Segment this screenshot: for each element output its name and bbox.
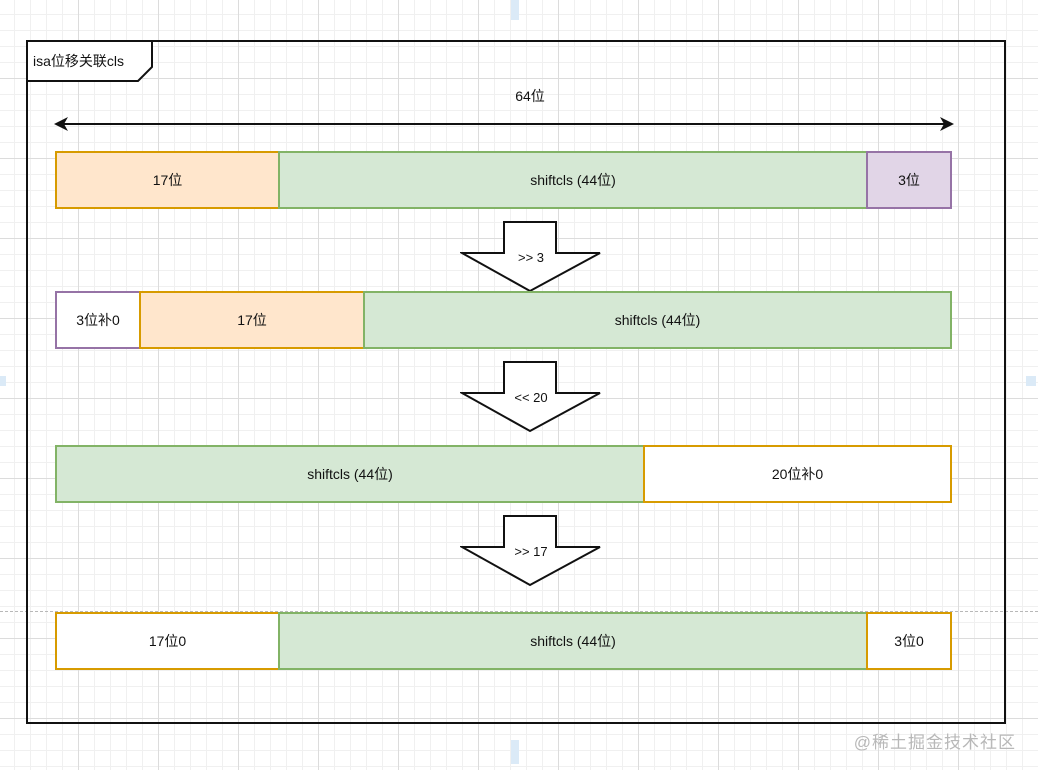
watermark: @稀土掘金技术社区 <box>853 733 1016 752</box>
double-arrow-icon <box>54 117 954 131</box>
row1-segment-17bit[interactable]: 17位 <box>55 151 280 209</box>
canvas-edge-marker-top <box>511 0 519 20</box>
row2-segment-17bit[interactable]: 17位 <box>139 291 365 349</box>
row3-segment-shiftcls-label: shiftcls (44位) <box>307 466 393 482</box>
row2-segment-3bit-zero[interactable]: 3位补0 <box>55 291 141 349</box>
row1-segment-3bit-label: 3位 <box>898 172 920 188</box>
row1-segment-3bit[interactable]: 3位 <box>866 151 952 209</box>
shift-label-3: >> 17 <box>514 544 548 559</box>
row4-segment-3bit-zero[interactable]: 3位0 <box>866 612 952 670</box>
row4-segment-3bit-zero-label: 3位0 <box>894 633 924 649</box>
row2-segment-3bit-zero-label: 3位补0 <box>76 312 120 328</box>
shift-right-arrow-icon-2 <box>460 515 601 587</box>
width-label: 64位 <box>515 88 545 104</box>
shift-right-arrow-icon <box>460 221 601 293</box>
row4-segment-shiftcls[interactable]: shiftcls (44位) <box>278 612 868 670</box>
row2-segment-shiftcls[interactable]: shiftcls (44位) <box>363 291 952 349</box>
page-break-line <box>0 611 1038 612</box>
row3-segment-20bit-zero[interactable]: 20位补0 <box>643 445 952 503</box>
row3-segment-shiftcls[interactable]: shiftcls (44位) <box>55 445 645 503</box>
shift-left-arrow-icon <box>460 361 601 433</box>
row4-segment-shiftcls-label: shiftcls (44位) <box>530 633 616 649</box>
row1-segment-17bit-label: 17位 <box>152 172 183 188</box>
shift-label-1: >> 3 <box>517 250 545 265</box>
frame-label: isa位移关联cls <box>33 53 125 69</box>
row1-segment-shiftcls[interactable]: shiftcls (44位) <box>278 151 868 209</box>
shift-label-2: << 20 <box>514 390 548 405</box>
canvas-edge-marker-right <box>1026 376 1036 386</box>
row4-segment-17bit-zero[interactable]: 17位0 <box>55 612 280 670</box>
row1-segment-shiftcls-label: shiftcls (44位) <box>530 172 616 188</box>
row2-segment-17bit-label: 17位 <box>237 312 267 328</box>
row4-segment-17bit-zero-label: 17位0 <box>148 633 187 649</box>
row3-segment-20bit-zero-label: 20位补0 <box>771 466 824 482</box>
canvas-edge-marker-bottom <box>511 740 519 764</box>
diagram-frame[interactable] <box>26 40 1006 724</box>
canvas-edge-marker-left <box>0 376 6 386</box>
row2-segment-shiftcls-label: shiftcls (44位) <box>614 312 701 328</box>
frame-label-tab <box>26 40 153 82</box>
